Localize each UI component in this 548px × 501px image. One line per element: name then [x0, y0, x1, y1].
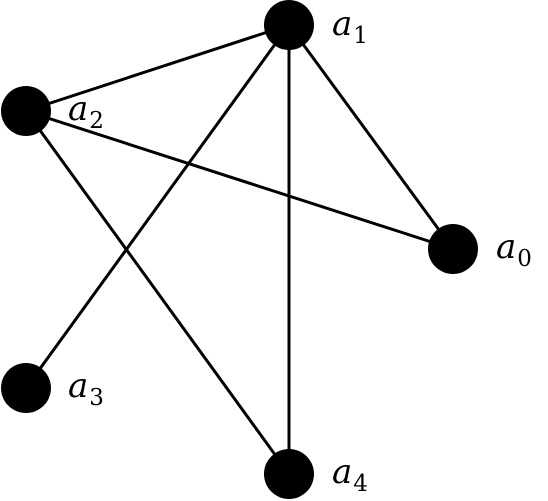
node-label-letter: a — [68, 366, 88, 406]
nodes-layer — [1, 0, 478, 499]
node-a1 — [264, 0, 314, 50]
node-label-a4: a4 — [332, 452, 368, 497]
node-a2 — [1, 86, 51, 136]
node-label-letter: a — [68, 89, 88, 129]
edge-a1-a3 — [24, 23, 291, 390]
node-label-letter: a — [496, 227, 516, 267]
node-label-subscript: 1 — [353, 23, 368, 49]
node-label-a1: a1 — [332, 4, 368, 49]
node-label-a0: a0 — [496, 227, 532, 272]
node-label-subscript: 2 — [89, 108, 104, 134]
node-label-a3: a3 — [68, 366, 104, 411]
node-a3 — [1, 363, 51, 413]
edge-a2-a4 — [24, 109, 291, 476]
node-label-subscript: 4 — [353, 471, 368, 497]
node-label-a2: a2 — [68, 89, 104, 134]
edge-a1-a2 — [24, 23, 291, 113]
edge-a1-a0 — [287, 23, 455, 251]
node-label-subscript: 3 — [89, 385, 104, 411]
node-label-letter: a — [332, 452, 352, 492]
node-a0 — [428, 224, 478, 274]
node-label-letter: a — [332, 4, 352, 44]
node-label-subscript: 0 — [517, 246, 532, 272]
node-a4 — [264, 449, 314, 499]
edge-a2-a0 — [24, 109, 455, 251]
edges-layer — [24, 23, 455, 476]
